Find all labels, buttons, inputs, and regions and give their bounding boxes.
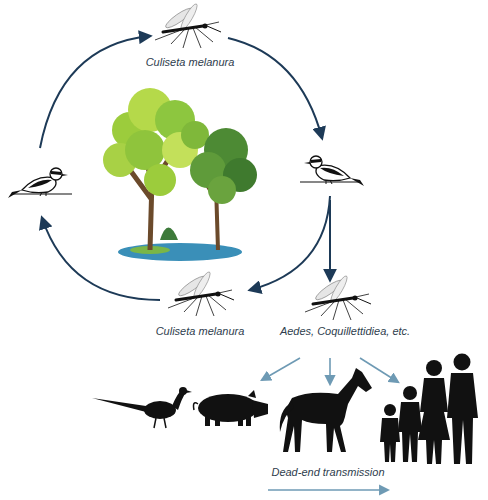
mosquito [155, 2, 221, 48]
vector-label: Culiseta melanura [146, 56, 235, 69]
dead-end-arrows [262, 358, 398, 490]
cycle-arrows [40, 36, 330, 300]
pig [194, 390, 269, 426]
pheasant [92, 387, 192, 428]
mosquito [305, 274, 371, 320]
tree-habitat [103, 88, 257, 261]
bird [8, 168, 72, 198]
vector-label: Aedes, Coquillettidiea, etc. [280, 325, 410, 338]
horse [280, 368, 372, 452]
vector-label: Culiseta melanura [156, 325, 245, 338]
transmission-note: Dead-end transmission [271, 466, 384, 479]
bird [300, 156, 364, 186]
human-family [380, 354, 478, 465]
mosquito [168, 270, 234, 316]
